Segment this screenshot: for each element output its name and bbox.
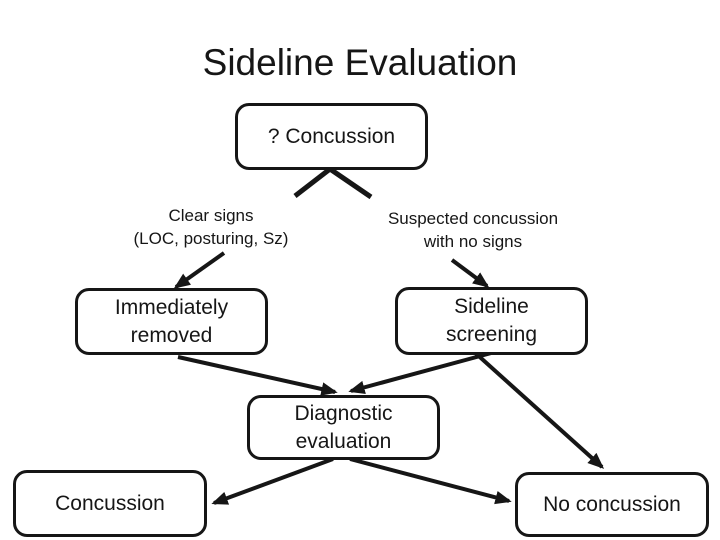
node-question-concussion: ? Concussion bbox=[235, 103, 428, 170]
slide-title: Sideline Evaluation bbox=[202, 42, 518, 83]
connector-diagnostic-to-no-concussion bbox=[349, 457, 512, 505]
connector-suspected-to-sideline-screening bbox=[450, 258, 490, 288]
connector-clear-signs-to-immediately-removed bbox=[173, 251, 226, 289]
label-suspected-concussion: Suspected concussion with no signs bbox=[387, 209, 559, 251]
node-diagnostic-evaluation: Diagnostic evaluation bbox=[247, 395, 440, 460]
label-clear-signs: Clear signs (LOC, posturing, Sz) bbox=[133, 206, 289, 248]
node-sideline-screening: Sideline screening bbox=[395, 287, 588, 355]
node-no-concussion: No concussion bbox=[515, 472, 709, 537]
connector-diagnostic-to-concussion bbox=[211, 457, 334, 505]
connector-immediately-removed-to-diagnostic bbox=[177, 355, 338, 396]
node-concussion: Concussion bbox=[13, 470, 207, 537]
connector-sideline-screening-to-diagnostic bbox=[348, 350, 496, 395]
connector-sideline-screening-to-no-concussion bbox=[470, 348, 605, 469]
connector-question-to-clear-signs bbox=[293, 167, 332, 198]
node-immediately-removed: Immediately removed bbox=[75, 288, 268, 355]
connector-question-to-suspected bbox=[328, 166, 373, 200]
